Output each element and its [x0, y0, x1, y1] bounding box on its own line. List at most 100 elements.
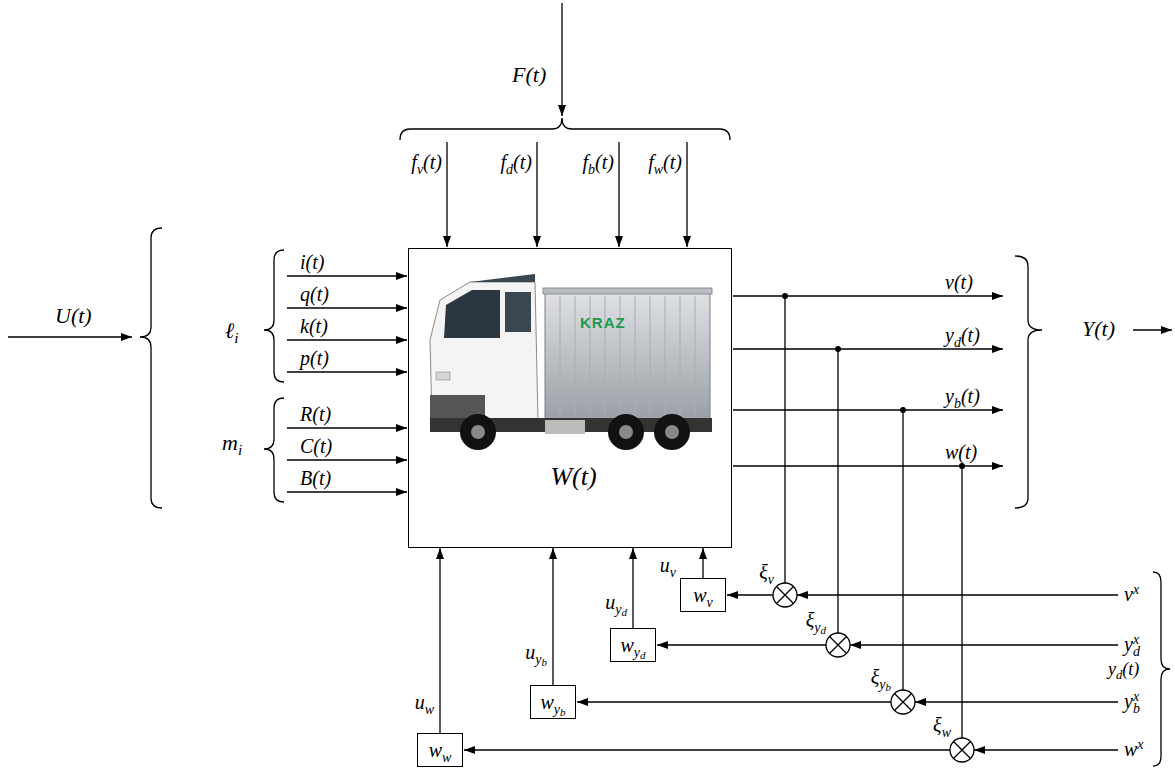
glyph: t — [520, 151, 526, 173]
glyph: t — [319, 467, 325, 489]
glyph: v — [417, 162, 423, 177]
glyph: ( — [595, 151, 602, 173]
signal-label: vx — [1124, 582, 1139, 606]
glyph: t — [961, 271, 967, 293]
setpoint-arrow — [850, 644, 1118, 645]
glyph: ( — [1094, 316, 1101, 341]
setpoint-arrow — [915, 701, 1118, 702]
glyph: t — [670, 151, 676, 173]
error-arrow — [727, 594, 773, 595]
glyph: y — [945, 324, 954, 346]
comparator-symbol — [950, 738, 974, 762]
signal-label: v(t) — [945, 270, 973, 294]
glyph: d — [1116, 668, 1122, 682]
arrow — [561, 3, 562, 116]
glyph: w — [620, 634, 633, 656]
glyph: t — [312, 251, 318, 273]
glyph: y — [1108, 659, 1116, 679]
brand-text: KRAZ — [580, 314, 626, 332]
glyph: y — [1124, 690, 1133, 712]
glyph: B — [300, 467, 312, 489]
brace — [264, 398, 284, 502]
glyph: R — [592, 314, 604, 331]
truck-ribs — [560, 296, 695, 418]
arrow — [686, 142, 687, 247]
arrow — [733, 409, 1003, 410]
glyph: v — [707, 595, 713, 610]
glyph: ) — [971, 441, 978, 463]
comparator-cross — [954, 742, 971, 759]
signal-label: q(t) — [300, 282, 329, 306]
truck-wheel — [608, 414, 644, 450]
signal-label: ξyd — [806, 608, 826, 632]
glyph: t — [965, 441, 971, 463]
glyph: t — [316, 315, 322, 337]
signal-label: yd(t) — [1108, 659, 1139, 681]
signal-label: fw(t) — [648, 150, 682, 174]
control-label: uw — [415, 690, 434, 714]
glyph: x — [1133, 689, 1139, 704]
setpoint-arrow — [797, 594, 1118, 595]
glyph: U — [55, 303, 71, 328]
signal-label: k(t) — [300, 314, 328, 338]
comparator-cross — [830, 637, 847, 654]
signal-label: fd(t) — [501, 150, 532, 174]
glyph: i — [234, 329, 238, 346]
glyph: Z — [616, 314, 626, 331]
signal-label: p(t) — [300, 346, 329, 370]
glyph: d — [622, 606, 628, 618]
glyph: ( — [313, 435, 320, 457]
glyph: d — [506, 162, 513, 177]
glyph: A — [604, 314, 616, 331]
glyph: ( — [312, 403, 319, 425]
signal-label: yb(t) — [945, 384, 980, 408]
truck-body — [545, 292, 710, 420]
glyph: ( — [71, 303, 78, 328]
glyph: u — [415, 691, 425, 713]
glyph: ) — [321, 315, 328, 337]
feedback-wire — [837, 349, 838, 633]
truck-windshield — [444, 290, 500, 338]
feedback-wire — [961, 466, 962, 738]
glyph: ( — [572, 462, 581, 491]
glyph: R — [300, 403, 312, 425]
glyph: b — [560, 706, 566, 718]
control-arrow — [439, 548, 440, 733]
glyph: t — [78, 303, 84, 328]
glyph: t — [1102, 316, 1108, 341]
signal-label: ξyb — [871, 665, 891, 689]
glyph: d — [640, 649, 646, 661]
glyph: ) — [324, 403, 331, 425]
glyph: q — [300, 283, 310, 305]
glyph: y — [1124, 633, 1133, 655]
arrow — [446, 142, 447, 247]
glyph: ξ — [871, 666, 880, 688]
glyph: ) — [84, 303, 91, 328]
signal-label: ξw — [933, 713, 951, 737]
controller-label: wv — [693, 583, 713, 607]
glyph: ( — [954, 271, 961, 293]
error-arrow — [577, 701, 891, 702]
glyph: v — [945, 271, 954, 293]
glyph: p — [300, 347, 310, 369]
arrow — [733, 295, 1003, 296]
signal-label: ydx — [1124, 632, 1139, 656]
brace — [140, 228, 162, 508]
glyph: ) — [525, 151, 532, 173]
glyph: ( — [958, 441, 965, 463]
glyph: t — [968, 324, 974, 346]
brace — [264, 250, 284, 382]
signal-label: U(t) — [55, 303, 92, 329]
glyph: t — [319, 403, 325, 425]
brace — [1153, 572, 1170, 766]
glyph: ( — [513, 151, 520, 173]
glyph: x — [1133, 582, 1139, 597]
feedback-wire — [784, 296, 785, 583]
brace — [400, 118, 730, 140]
glyph: w — [425, 702, 434, 717]
control-label: uyb — [525, 640, 547, 664]
glyph: d — [821, 624, 827, 636]
glyph: ) — [435, 151, 442, 173]
arrow — [287, 339, 407, 340]
